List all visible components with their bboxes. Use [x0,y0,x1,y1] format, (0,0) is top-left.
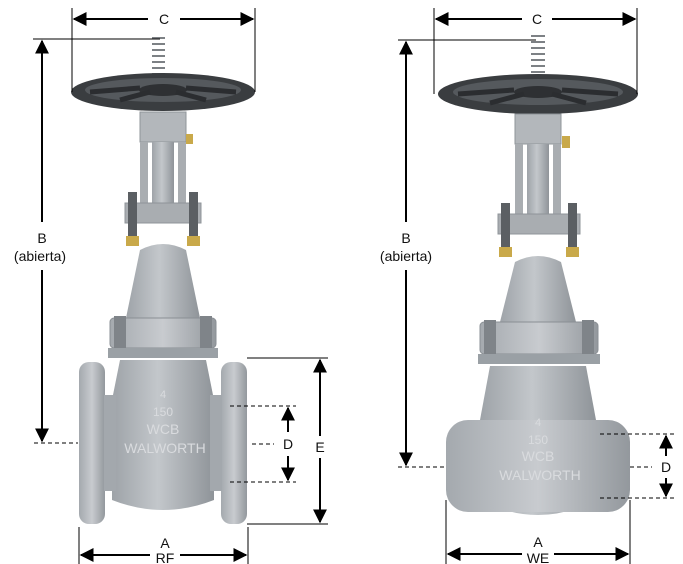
dimension-e: E [247,357,328,525]
handwheel [438,74,638,114]
body-mark-brand: WALWORTH [124,440,205,456]
gland-studs [497,203,581,257]
dim-b-note: (abierta) [14,248,66,264]
dim-c-label: C [532,11,542,27]
dimension-c: C [71,8,256,92]
dim-e-label: E [315,439,324,455]
gland-studs [124,192,202,246]
stem-spring [531,35,545,73]
body-mark-brand: WALWORTH [499,467,580,483]
body-mark-rating: 150 [153,405,173,419]
right-valve: 4 150 WCB WALWORTH C B (abierta) [380,8,674,564]
dim-a-label: A [160,535,170,551]
dim-a-label: A [533,534,543,550]
dimension-a: A WE [445,500,631,564]
body-mark-rating: 150 [528,433,548,447]
weld-end-body [446,420,630,512]
bonnet-flange [108,316,218,358]
left-valve: 4 150 WCB WALWORTH C B (abierta) [14,8,328,564]
stem-spring [152,37,165,75]
dim-c-label: C [159,11,169,27]
dim-d-label: D [283,436,293,452]
dimension-d: D [600,433,674,499]
dim-a-type: RF [156,550,175,564]
bonnet [126,244,200,318]
dimension-c: C [433,8,638,94]
body-mark-size: 4 [160,389,166,401]
dimension-d: D [230,405,296,483]
dimension-b: B (abierta) [14,38,160,444]
handwheel [71,73,255,111]
dim-b-note: (abierta) [380,248,432,264]
dim-b-label: B [401,230,410,246]
bonnet-flange [478,320,600,364]
dim-b-label: B [37,230,46,246]
body-mark-material: WCB [522,448,555,464]
yoke [514,113,570,219]
body-mark-material: WCB [147,421,180,437]
left-end-flange [79,362,105,524]
bonnet [500,256,576,322]
yoke [139,111,193,217]
body-mark-size: 4 [535,417,541,429]
dim-d-label: D [661,459,671,475]
valve-body [112,360,214,510]
dimension-a: A RF [78,527,249,564]
right-end-flange [221,362,247,524]
dimension-b: B (abierta) [380,39,536,468]
dim-a-type: WE [527,550,550,564]
